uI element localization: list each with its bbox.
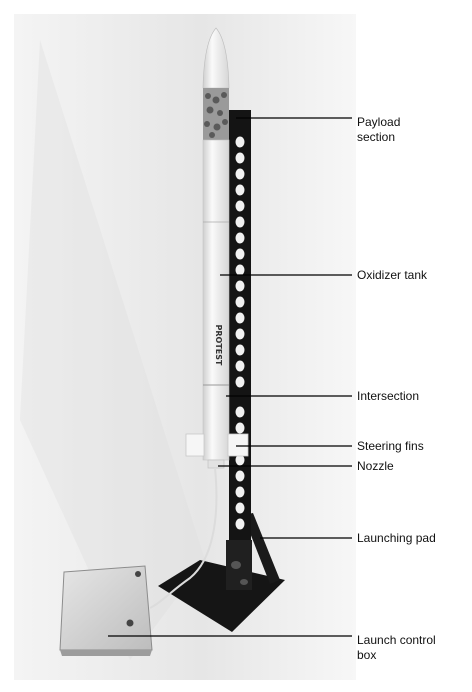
control-cable [149, 467, 218, 609]
steering-fin-right [227, 433, 249, 457]
label-payload-section: Payload section [357, 115, 401, 144]
label-steering-fins: Steering fins [357, 439, 424, 453]
support-strut [243, 513, 280, 584]
leader-lines [108, 117, 352, 637]
shadow [20, 40, 205, 660]
photo-backdrop [14, 14, 356, 680]
nose-cone [202, 27, 230, 89]
label-launch-control-box: Launch control box [357, 633, 436, 662]
rocket-body [202, 139, 230, 461]
rocket-print: PROTEST [214, 325, 223, 367]
control-box [59, 565, 153, 651]
control-box-button-bottom [126, 619, 134, 627]
control-box-button-top [135, 571, 141, 577]
label-intersection: Intersection [357, 389, 420, 403]
nozzle [207, 459, 225, 469]
label-oxidizer-tank: Oxidizer tank [357, 268, 428, 282]
payload-contents [204, 92, 228, 138]
label-launching-pad: Launching pad [357, 531, 436, 545]
label-nozzle: Nozzle [357, 459, 394, 473]
steering-fin-left [185, 433, 205, 457]
